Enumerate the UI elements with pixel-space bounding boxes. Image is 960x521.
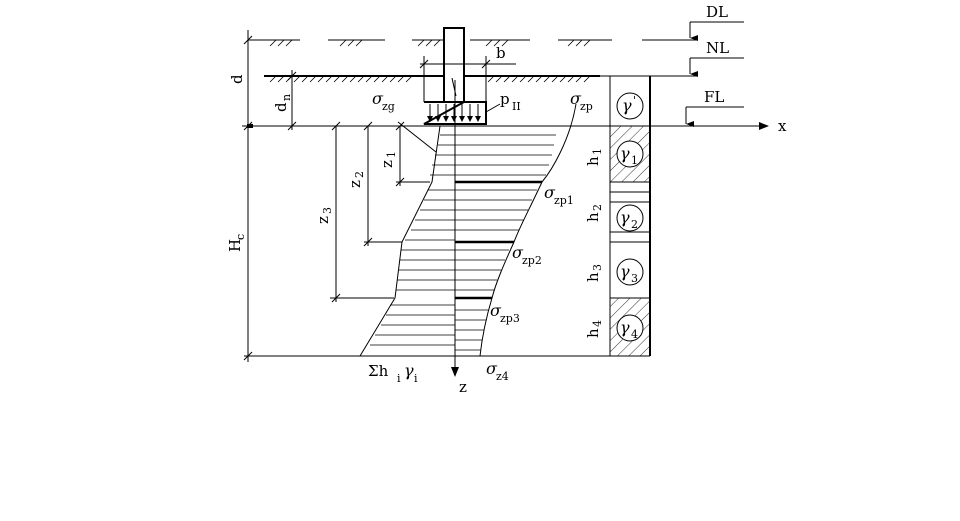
dimension-label-hc: H xyxy=(226,239,244,252)
dimension-label-z2-sub: 2 xyxy=(353,171,366,178)
stress-label-sigma-zg: σ xyxy=(372,89,384,108)
gamma-4-label: γ xyxy=(620,318,630,337)
geostatic-stress-hatching xyxy=(370,134,455,346)
stress-label-sigma-zp-sub: zp xyxy=(580,100,593,113)
additional-stress-hatching xyxy=(455,134,556,351)
design-ground-line xyxy=(248,39,698,47)
stress-label-sigma-zp2: σ xyxy=(512,243,524,262)
left-dimensions xyxy=(242,30,362,362)
gamma-3-sub: 3 xyxy=(631,272,638,285)
gamma-prime-label: γ xyxy=(622,96,632,115)
sum-label-i2: i xyxy=(414,372,418,385)
gamma-1-label: γ xyxy=(620,144,630,163)
stress-label-sigma-zp: σ xyxy=(570,89,582,108)
stress-label-sigma-zp1: σ xyxy=(544,183,556,202)
layer-thickness-h3: h xyxy=(584,272,602,282)
stress-label-sigma-zg-sub: zg xyxy=(382,100,395,113)
layer-thickness-h1-sub: 1 xyxy=(591,148,604,155)
gamma-3-label: γ xyxy=(620,262,630,281)
load-label-p: p xyxy=(500,90,510,108)
level-markers xyxy=(685,21,744,127)
load-leader xyxy=(485,103,501,113)
sum-label-i1: i xyxy=(397,372,401,385)
gamma-2-sub: 2 xyxy=(631,218,638,231)
sigma-zg-leader xyxy=(397,121,437,153)
dimension-label-hc-sub: c xyxy=(234,234,247,240)
geostatic-stress-curve xyxy=(359,125,441,357)
additional-stress-curve xyxy=(479,103,577,357)
level-label-nl: NL xyxy=(706,39,729,57)
layer-thickness-h4-sub: 4 xyxy=(591,320,604,327)
soil-column xyxy=(609,76,651,357)
natural-ground-line xyxy=(264,75,698,83)
dimension-label-dn-sub: n xyxy=(280,94,293,101)
foundation-footing xyxy=(423,27,487,125)
layer-boundary-stress-lines xyxy=(440,125,560,300)
layer-thickness-h2-sub: 2 xyxy=(591,204,604,211)
sum-label-prefix: Σh xyxy=(368,362,389,380)
stress-label-sigma-zp1-sub: zp1 xyxy=(554,194,574,207)
layer-thickness-h1: h xyxy=(584,156,602,166)
dimension-label-b: b xyxy=(496,44,506,62)
stress-label-sigma-zp2-sub: zp2 xyxy=(522,254,542,267)
layer-thickness-h2: h xyxy=(584,212,602,222)
level-label-dl: DL xyxy=(706,3,728,21)
x-axis-label: x xyxy=(778,117,787,135)
layer-thickness-h3-sub: 3 xyxy=(591,264,604,271)
sum-label-gamma: γ xyxy=(404,361,414,380)
dimension-label-d: d xyxy=(228,74,246,84)
dimension-label-z2: z xyxy=(346,180,364,188)
stress-label-sigma-z4: σ xyxy=(486,359,498,378)
z-axis-label: z xyxy=(459,378,467,396)
gamma-1-sub: 1 xyxy=(631,154,638,167)
depth-dimensions xyxy=(330,121,430,303)
gamma-4-sub: 4 xyxy=(631,328,638,341)
level-label-fl: FL xyxy=(704,88,724,106)
layer-thickness-h4: h xyxy=(584,328,602,338)
stress-label-sigma-zp3: σ xyxy=(490,301,502,320)
gamma-prime-mark: ' xyxy=(633,94,636,107)
dimension-label-z1: z xyxy=(378,160,396,168)
dimension-label-dn: d xyxy=(272,102,290,112)
gamma-2-label: γ xyxy=(620,208,630,227)
stress-label-sigma-zp3-sub: zp3 xyxy=(500,312,520,325)
load-label-p-sub: II xyxy=(512,100,521,113)
dimension-label-z1-sub: 1 xyxy=(385,151,398,158)
stress-label-sigma-z4-sub: z4 xyxy=(496,370,509,383)
dimension-label-z3: z xyxy=(314,216,332,224)
dimension-label-z3-sub: 3 xyxy=(321,207,334,214)
